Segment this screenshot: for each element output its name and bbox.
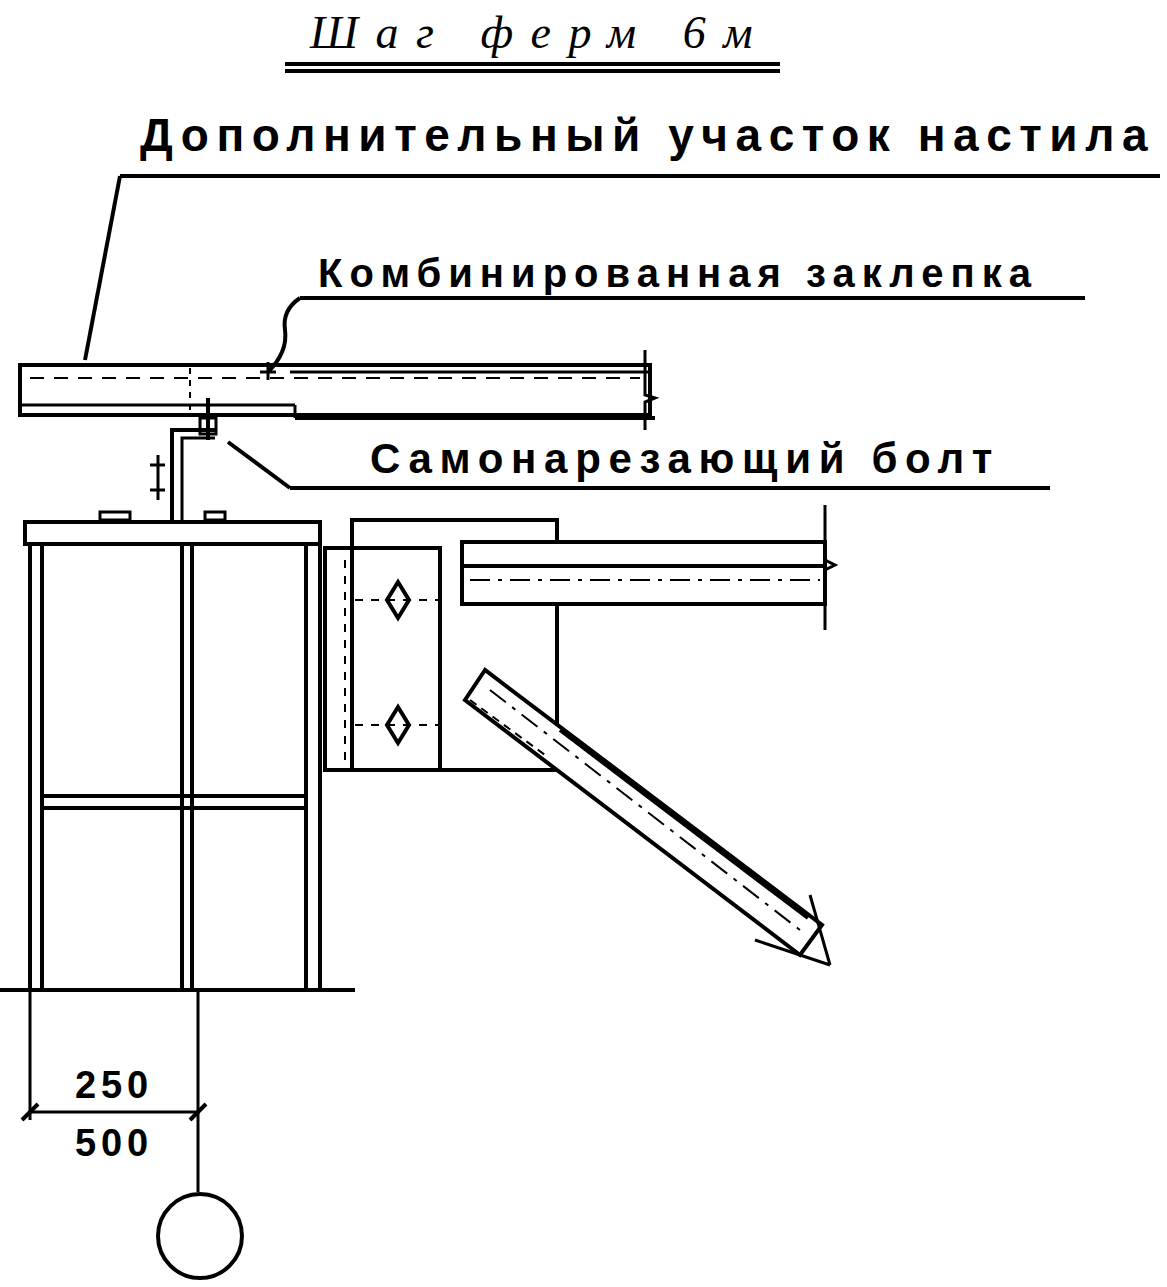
dimension-value: 250 <box>75 1066 153 1104</box>
leader-label: Самонарезающий болт <box>370 438 1000 480</box>
dimension-value: 500 <box>75 1124 153 1162</box>
drawing-title: Шаг ферм 6м <box>310 10 770 56</box>
leader-label: Комбинированная заклепка <box>318 253 1038 293</box>
leader-label: Дополнительный участок настила <box>140 112 1155 158</box>
